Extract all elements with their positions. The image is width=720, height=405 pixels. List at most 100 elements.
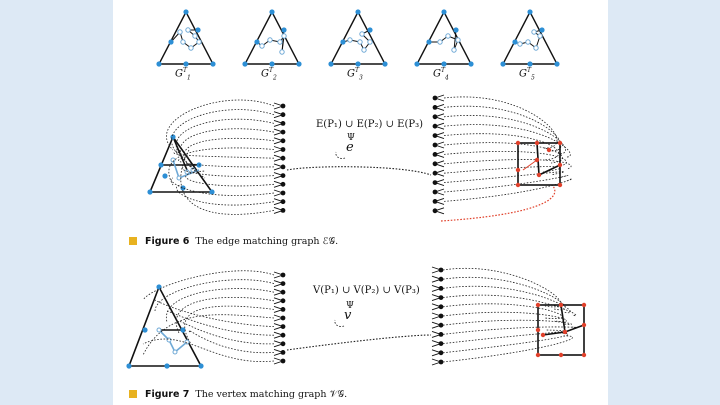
fig7-fan	[431, 266, 442, 271]
fig7-fan	[431, 358, 442, 363]
fig6-red-vertex	[515, 167, 521, 173]
graph-inner-vertex	[361, 47, 367, 53]
fig6-red-vertex	[546, 147, 552, 153]
fig6-dotted-link	[443, 159, 572, 170]
fig6-fan	[434, 135, 445, 140]
fig6-fan	[273, 180, 284, 185]
fig7-fan	[431, 275, 442, 280]
fig6-fan	[434, 207, 445, 212]
fig7-left-node	[280, 350, 286, 355]
fig6-dotted-link	[180, 149, 275, 215]
fig7-vertex	[126, 363, 132, 369]
fig7-fan	[273, 314, 284, 319]
graph-outer-vertex	[195, 27, 201, 33]
fig7-dotted-link	[142, 314, 275, 356]
fig6-dotted-link	[443, 133, 559, 161]
figure-artwork	[126, 9, 587, 369]
graph-outer-vertex	[414, 61, 420, 67]
fig6-left-node	[280, 199, 286, 205]
graph-inner-vertex	[451, 47, 457, 53]
fig6-fan	[273, 183, 284, 188]
graph-outer-vertex	[269, 61, 275, 67]
fig7-fan	[431, 324, 442, 329]
fig6-connect-arc	[286, 166, 432, 176]
fig7-left-node	[280, 298, 286, 304]
fig7-dotted-link	[176, 297, 275, 334]
fig6-left-node	[280, 121, 286, 126]
graph-outer-vertex	[453, 27, 459, 33]
fig7-fan	[273, 288, 284, 293]
graph-outer-vertex	[242, 61, 248, 67]
fig7-fan	[431, 284, 442, 289]
fig6-edge	[522, 159, 538, 171]
graph-outer-vertex	[281, 27, 287, 33]
fig7-edge	[560, 304, 566, 333]
fig6-fan	[434, 163, 445, 168]
fig7-fan	[431, 343, 442, 348]
fig6-dotted-link	[443, 174, 569, 193]
fig7-fan	[431, 287, 442, 292]
graph-inner-vertex	[517, 41, 523, 47]
fig6-fan	[273, 122, 284, 127]
fig6-map-symbol: e	[346, 140, 354, 155]
fig7-dotted-link	[166, 310, 275, 336]
fig7-fan	[273, 326, 284, 331]
fig6-fan	[434, 94, 445, 99]
fig6-dotted-link	[443, 96, 558, 149]
graph-inner-vertex	[277, 39, 283, 45]
fig7-fan	[273, 323, 284, 328]
graph-inner-vertex	[180, 39, 186, 45]
fig6-fan	[434, 197, 445, 202]
fig6-edge	[538, 164, 561, 176]
fig6-fan	[273, 201, 284, 206]
fig6-number: Figure 6	[145, 236, 190, 247]
fig7-red-vertex	[558, 302, 564, 308]
fig7-dotted-link	[188, 330, 275, 354]
fig7-fan	[273, 305, 284, 310]
graph-outer-vertex	[527, 61, 533, 67]
fig7-dotted-link	[184, 305, 275, 345]
fig7-fan	[273, 331, 284, 336]
fig6-vertex	[158, 162, 164, 168]
fig7-red-vertex	[535, 352, 541, 358]
fig7-red-vertex	[535, 302, 541, 308]
fig7-dotted-link	[442, 285, 571, 314]
graph-label-5: GT5	[519, 67, 535, 82]
fig6-fan	[434, 125, 445, 130]
fig7-dotted-link	[442, 303, 563, 319]
fig7-dotted-link	[442, 294, 577, 317]
caption-marker-icon	[129, 237, 137, 245]
fig6-left-node	[280, 164, 286, 170]
fig6-edge	[178, 169, 200, 179]
graph-inner-vertex	[192, 33, 198, 39]
fig6-fan	[434, 188, 445, 193]
fig7-fan	[273, 317, 284, 322]
fig6-dotted-link	[443, 150, 567, 167]
fig7-vertex	[142, 327, 148, 333]
fig7-dotted-link	[178, 321, 275, 345]
fig7-left-node	[280, 324, 286, 329]
fig6-red-vertex	[557, 182, 563, 188]
fig6-fan	[273, 154, 284, 159]
fig7-red-vertex	[558, 352, 564, 358]
fig6-left-node	[280, 129, 286, 135]
graph-outer-vertex	[441, 9, 447, 15]
fig7-fan	[431, 321, 442, 326]
fig6-left-node	[280, 138, 286, 144]
fig7-fan	[431, 315, 442, 320]
fig6-edge	[172, 159, 180, 179]
fig6-red-vertex	[557, 162, 563, 168]
fig7-left-node	[280, 289, 286, 295]
fig6-fan	[434, 172, 445, 177]
graph-inner-vertex	[281, 33, 287, 39]
fig7-fan	[431, 294, 442, 299]
fig6-left-node	[280, 190, 286, 196]
fig6-fan	[273, 206, 284, 211]
fig7-formula: V(P₁) ∪ V(P₂) ∪ V(P₃)	[313, 285, 420, 296]
fig6-fan	[273, 140, 284, 145]
fig6-inner-vertex	[184, 169, 190, 175]
fig6-fan	[273, 175, 284, 180]
fig7-left-node	[280, 332, 286, 338]
fig7-fan	[273, 334, 284, 339]
graph-outer-vertex	[296, 61, 302, 67]
